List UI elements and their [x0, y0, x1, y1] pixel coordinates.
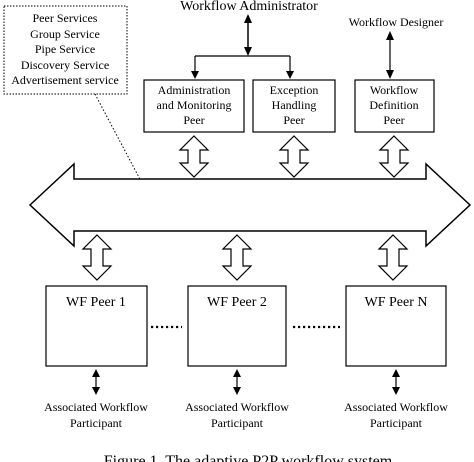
exception-handling-peer-line: Peer [283, 113, 304, 127]
wf-peer-n-box [345, 285, 447, 367]
bottom-connector-arrow-3 [377, 234, 409, 281]
participant-3-line: Participant [370, 416, 423, 430]
wf-peer-2-label: WF Peer 2 [207, 295, 267, 310]
exception-handling-peer-line: Exception [270, 83, 319, 97]
figure-caption: Figure 1. The adaptive P2P workflow syst… [104, 453, 393, 462]
p2p-bus-arrow [28, 162, 472, 248]
designer-arrow-head-up [386, 31, 394, 40]
bottom-connector-arrow-1 [81, 234, 113, 281]
wf-peer-n-label: WF Peer N [365, 295, 428, 310]
admin-monitoring-peer-line: Administration [158, 83, 231, 97]
admin-drop-left-head [191, 71, 199, 79]
workflow-definition-peer-line: Workflow [370, 83, 419, 97]
participant-arrow-3-head-down [392, 387, 400, 395]
workflow-designer-label: Workflow Designer [349, 15, 444, 29]
admin-arrow-head-down [244, 47, 252, 56]
wf-peer-1-label: WF Peer 1 [66, 295, 126, 310]
participant-arrow-1-head-down [92, 387, 100, 395]
wf-peer-2-box [187, 285, 287, 367]
admin-monitoring-peer-line: and Monitoring [157, 98, 232, 112]
top-connector-arrow-2 [278, 135, 310, 178]
participant-2-line: Associated Workflow [185, 400, 289, 414]
peer-services-line: Group Service [30, 27, 100, 41]
participant-arrow-2-head-up [233, 369, 241, 377]
top-connector-arrow-1 [178, 135, 210, 178]
exception-handling-peer-line: Handling [272, 98, 317, 112]
participant-3-line: Associated Workflow [344, 400, 448, 414]
peer-services-line: Discovery Service [21, 58, 109, 72]
participant-arrow-1-head-up [92, 369, 100, 377]
admin-monitoring-peer-line: Peer [183, 113, 204, 127]
peer-services-note-box [3, 5, 128, 95]
peer-services-line: Advertisement service [11, 73, 119, 87]
peer-services-line: Peer Services [33, 11, 98, 25]
admin-arrow-head-up [244, 14, 252, 23]
participant-arrow-3-head-up [392, 369, 400, 377]
participant-arrow-2-head-down [233, 387, 241, 395]
admin-drop-right-head [286, 71, 294, 79]
bottom-connector-arrow-2 [221, 234, 253, 281]
top-connector-arrow-3 [378, 135, 410, 178]
designer-arrow-head-down [386, 70, 394, 79]
admin-monitoring-peer-box [143, 79, 245, 133]
workflow-definition-peer-line: Peer [383, 113, 404, 127]
workflow-definition-peer-line: Definition [369, 98, 418, 112]
workflow-administrator-label: Workflow Administrator [180, 0, 318, 14]
wf-peer-1-box [45, 285, 148, 367]
participant-1-line: Associated Workflow [44, 400, 148, 414]
participant-1-line: Participant [70, 416, 123, 430]
workflow-definition-peer-box [354, 79, 435, 133]
exception-handling-peer-box [252, 79, 336, 133]
participant-2-line: Participant [211, 416, 264, 430]
peer-services-line: Pipe Service [35, 42, 95, 56]
